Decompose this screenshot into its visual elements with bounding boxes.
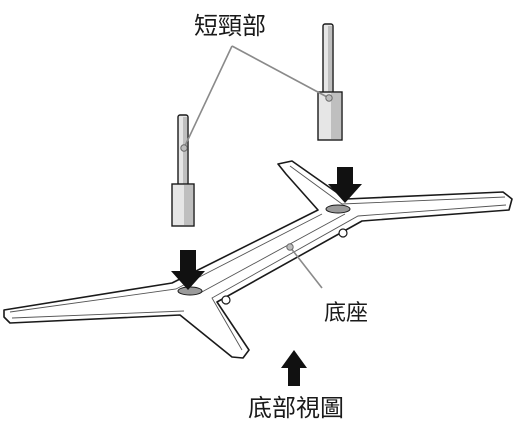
stand-beam-ridge [199, 213, 346, 294]
base-leader-line [289, 246, 323, 289]
neck-leader-dot-left [180, 144, 188, 152]
right-neck-rod-shade [328, 26, 332, 93]
right-screw-hole [338, 228, 348, 238]
base-leader-dot [286, 243, 294, 251]
neck-leader-left [183, 45, 233, 149]
right-neck-post [317, 23, 343, 141]
stand-bevel-line-top [9, 213, 323, 313]
bottom-view-label: 底部視圖 [248, 394, 344, 422]
base-leader [286, 243, 323, 289]
stand-bevel-line-left-arm [11, 310, 185, 319]
neck-leader-lines [180, 45, 333, 152]
stand-bevel-line-right-arm [289, 165, 506, 205]
right-mount-slot [325, 204, 351, 214]
stand-bevel-line-bottom [211, 204, 507, 351]
left-screw-hole [221, 295, 231, 305]
up-arrow-icon [281, 350, 307, 386]
down-arrow-icon [328, 167, 362, 203]
neck-leader-dot-right [325, 94, 333, 102]
down-arrow-icon [171, 250, 205, 290]
left-neck-block-shade [184, 185, 193, 225]
stand-base [3, 160, 513, 359]
stand-base-outline [3, 160, 513, 359]
left-neck-post [171, 114, 195, 227]
neck-label: 短頸部 [194, 12, 266, 40]
base-label: 底座 [324, 301, 368, 326]
left-mount-slot [177, 286, 203, 296]
right-neck-block-shade [331, 93, 341, 139]
neck-leader-right [231, 45, 330, 99]
